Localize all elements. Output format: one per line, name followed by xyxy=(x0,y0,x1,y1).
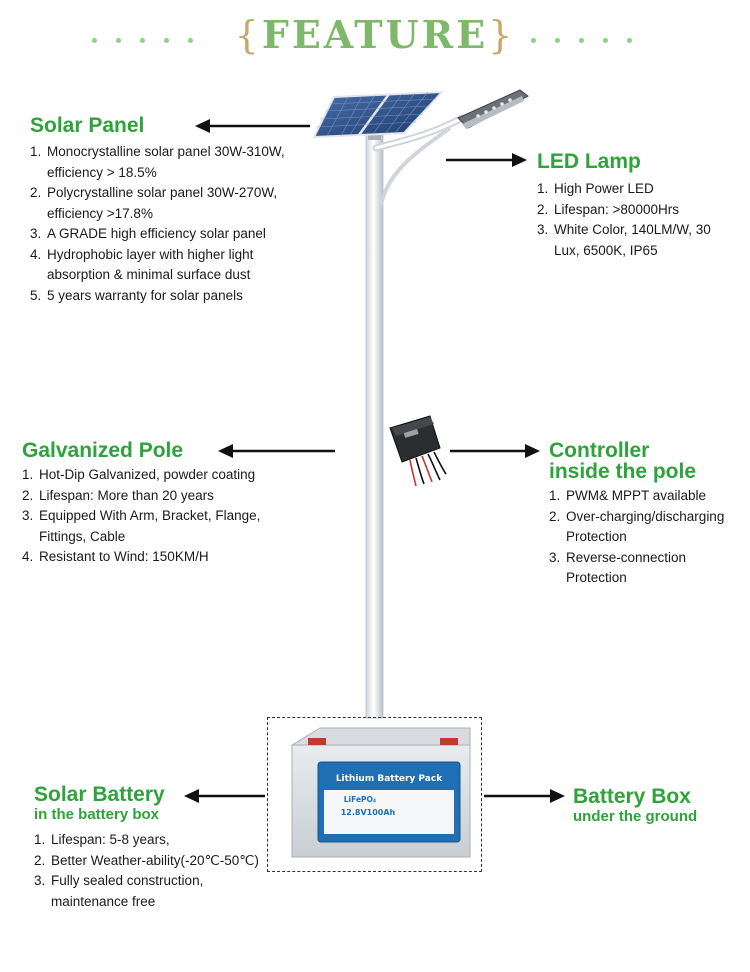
dot-icon xyxy=(92,37,97,43)
dot-icon xyxy=(603,37,608,43)
dot-icon xyxy=(531,37,536,43)
list-item: 2.Better Weather-ability(-20℃-50℃) xyxy=(34,852,259,868)
galvanized-pole-section: Galvanized Pole 1.Hot-Dip Galvanized, po… xyxy=(22,440,297,568)
led-lamp-list: 1.High Power LED 2.Lifespan: >80000Hrs 3… xyxy=(537,179,737,261)
list-item: 2.Polycrystalline solar panel 30W-270W, … xyxy=(30,185,278,221)
list-item: 1.High Power LED xyxy=(537,181,654,196)
list-item: 5.5 years warranty for solar panels xyxy=(30,287,243,303)
battery-box-heading: Battery Box xyxy=(573,785,691,808)
title-dots-right xyxy=(531,33,632,47)
controller-heading: Controller xyxy=(549,439,650,462)
list-item: 3.Reverse-connection Protection xyxy=(549,549,687,586)
list-item: 2.Lifespan: >80000Hrs xyxy=(537,201,679,217)
battery-label-chem: LiFePO₄ xyxy=(344,795,376,804)
list-item: 3.Equipped With Arm, Bracket, Flange, Fi… xyxy=(22,508,261,544)
dot-icon xyxy=(140,37,145,43)
list-item: 3.White Color, 140LM/W, 30 Lux, 6500K, I… xyxy=(537,222,711,258)
dot-icon xyxy=(579,37,584,43)
arrow-icon xyxy=(184,119,565,803)
dot-icon xyxy=(555,37,560,43)
battery-label-spec: 12.8V100Ah xyxy=(341,808,396,817)
battery-icon: Lithium Battery Pack LiFePO₄ 12.8V100Ah xyxy=(290,727,471,858)
solar-battery-section: Solar Battery in the battery box 1.Lifes… xyxy=(34,784,269,912)
dot-icon xyxy=(116,37,121,43)
list-item: 2.Lifespan: More than 20 years xyxy=(22,487,214,503)
led-lamp-heading: LED Lamp xyxy=(537,150,641,173)
title-close-brace: } xyxy=(488,13,516,57)
galvanized-pole-heading: Galvanized Pole xyxy=(22,439,184,462)
solar-panel-section: Solar Panel 1.Monocrystalline solar pane… xyxy=(30,115,315,306)
solar-panel-list: 1.Monocrystalline solar panel 30W-310W, … xyxy=(30,142,315,306)
page-title: {FEATURE} xyxy=(0,12,750,57)
solar-panel-heading: Solar Panel xyxy=(30,114,145,137)
solar-battery-list: 1.Lifespan: 5-8 years, 2.Better Weather-… xyxy=(34,830,269,912)
controller-icon xyxy=(389,415,447,487)
list-item: 4.Hydrophobic layer with higher light ab… xyxy=(30,246,254,283)
list-item: 4.Resistant to Wind: 150KM/H xyxy=(22,549,209,564)
list-item: 3.Fully sealed construction, maintenance… xyxy=(34,873,204,909)
dot-icon xyxy=(164,37,169,43)
led-lamp-section: LED Lamp 1.High Power LED 2.Lifespan: >8… xyxy=(537,151,737,261)
solar-battery-subheading: in the battery box xyxy=(34,806,160,823)
controller-section: Controller inside the pole 1.PWM& MPPT a… xyxy=(549,440,744,589)
battery-box-subheading: under the ground xyxy=(573,808,698,825)
battery-label-title: Lithium Battery Pack xyxy=(336,774,443,784)
led-lamp-icon xyxy=(457,89,529,129)
dot-icon xyxy=(627,37,632,43)
title-word: FEATURE xyxy=(261,12,489,57)
list-item: 1.Lifespan: 5-8 years, xyxy=(34,832,170,847)
controller-subheading: inside the pole xyxy=(549,460,697,483)
dot-icon xyxy=(188,37,193,43)
title-open-brace: { xyxy=(234,13,262,57)
pole-icon xyxy=(365,114,466,719)
controller-list: 1.PWM& MPPT available 2.Over-charging/di… xyxy=(549,486,744,589)
solar-panel-icon xyxy=(312,90,445,139)
battery-box-section: Battery Box under the ground xyxy=(573,786,743,826)
solar-battery-heading: Solar Battery xyxy=(34,783,165,806)
list-item: 3.A GRADE high efficiency solar panel xyxy=(30,226,266,241)
battery-box-frame xyxy=(267,717,482,872)
title-dots-left xyxy=(92,33,193,47)
list-item: 1.PWM& MPPT available xyxy=(549,488,707,503)
list-item: 2.Over-charging/discharging Protection xyxy=(549,508,725,545)
galvanized-pole-list: 1.Hot-Dip Galvanized, powder coating 2.L… xyxy=(22,465,297,568)
list-item: 1.Hot-Dip Galvanized, powder coating xyxy=(22,467,256,482)
list-item: 1.Monocrystalline solar panel 30W-310W, … xyxy=(30,144,285,180)
